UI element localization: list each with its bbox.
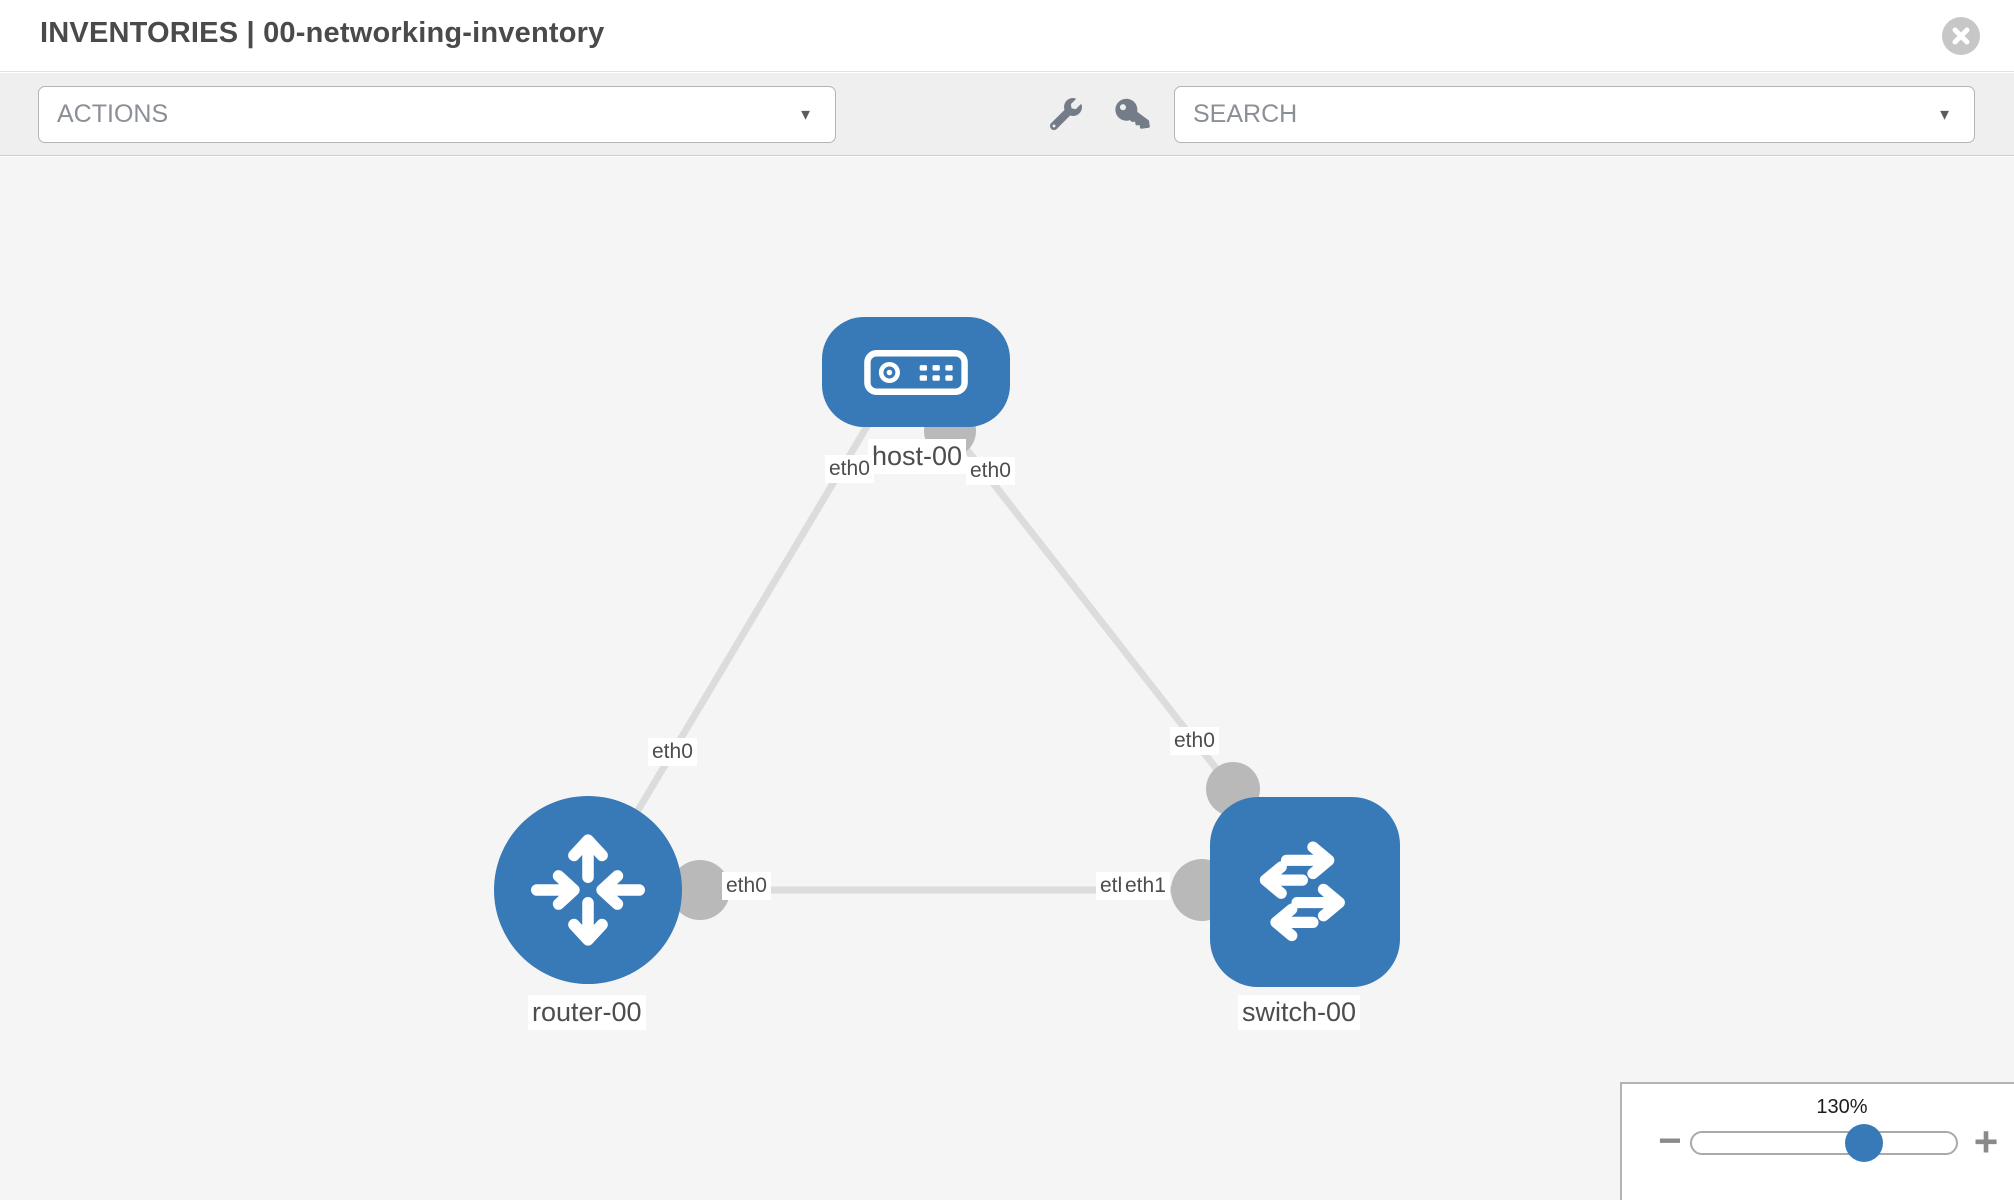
interface-label-host-right: eth0 (966, 457, 1015, 486)
node-label-switch: switch-00 (1238, 995, 1361, 1031)
wrench-icon (1049, 97, 1082, 130)
interface-label-router-right: eth0 (722, 872, 771, 901)
header: INVENTORIES | 00-networking-inventory (0, 0, 2014, 72)
interface-label-switch-front: eth1 (1121, 872, 1170, 901)
zoom-slider[interactable] (1690, 1124, 1958, 1162)
interface-label-router-upper: eth0 (648, 738, 697, 767)
interface-label-host-left: eth0 (825, 455, 874, 484)
node-label-router: router-00 (528, 995, 646, 1031)
close-icon (1952, 27, 1970, 45)
key-icon (1115, 98, 1150, 129)
topology-canvas[interactable]: host-00 router-00 switch-00 eth0 eth0 et… (0, 157, 2014, 1200)
node-switch-00[interactable] (1210, 797, 1400, 987)
credentials-button[interactable] (1112, 95, 1152, 135)
zoom-in-button[interactable]: + (1966, 1121, 2006, 1163)
toolbar: ACTIONS ▼ SEARCH ▼ (0, 73, 2014, 156)
configure-tools-button[interactable] (1046, 95, 1086, 135)
chevron-down-icon: ▼ (798, 106, 813, 123)
node-host-00[interactable] (822, 317, 1010, 427)
search-dropdown-value: SEARCH (1193, 100, 1298, 128)
node-label-host: host-00 (868, 439, 967, 475)
port-router-right (670, 860, 730, 920)
zoom-level: 130% (1816, 1096, 1868, 1118)
zoom-slider-thumb[interactable] (1845, 1124, 1883, 1162)
topology-links-layer (620, 405, 1260, 921)
zoom-panel: 130% − + (1620, 1082, 2014, 1200)
chevron-down-icon: ▼ (1937, 106, 1952, 123)
host-icon (864, 349, 968, 395)
page-title: INVENTORIES | 00-networking-inventory (40, 17, 605, 49)
interface-label-switch-top: eth0 (1170, 727, 1219, 756)
search-dropdown[interactable]: SEARCH ▼ (1174, 86, 1975, 143)
switch-icon (1259, 841, 1345, 942)
node-router-00[interactable] (494, 796, 682, 984)
close-button[interactable] (1942, 17, 1980, 55)
actions-dropdown-value: ACTIONS (57, 100, 169, 128)
router-icon (531, 834, 645, 946)
actions-dropdown[interactable]: ACTIONS ▼ (38, 86, 836, 143)
zoom-out-button[interactable]: − (1650, 1121, 1690, 1161)
